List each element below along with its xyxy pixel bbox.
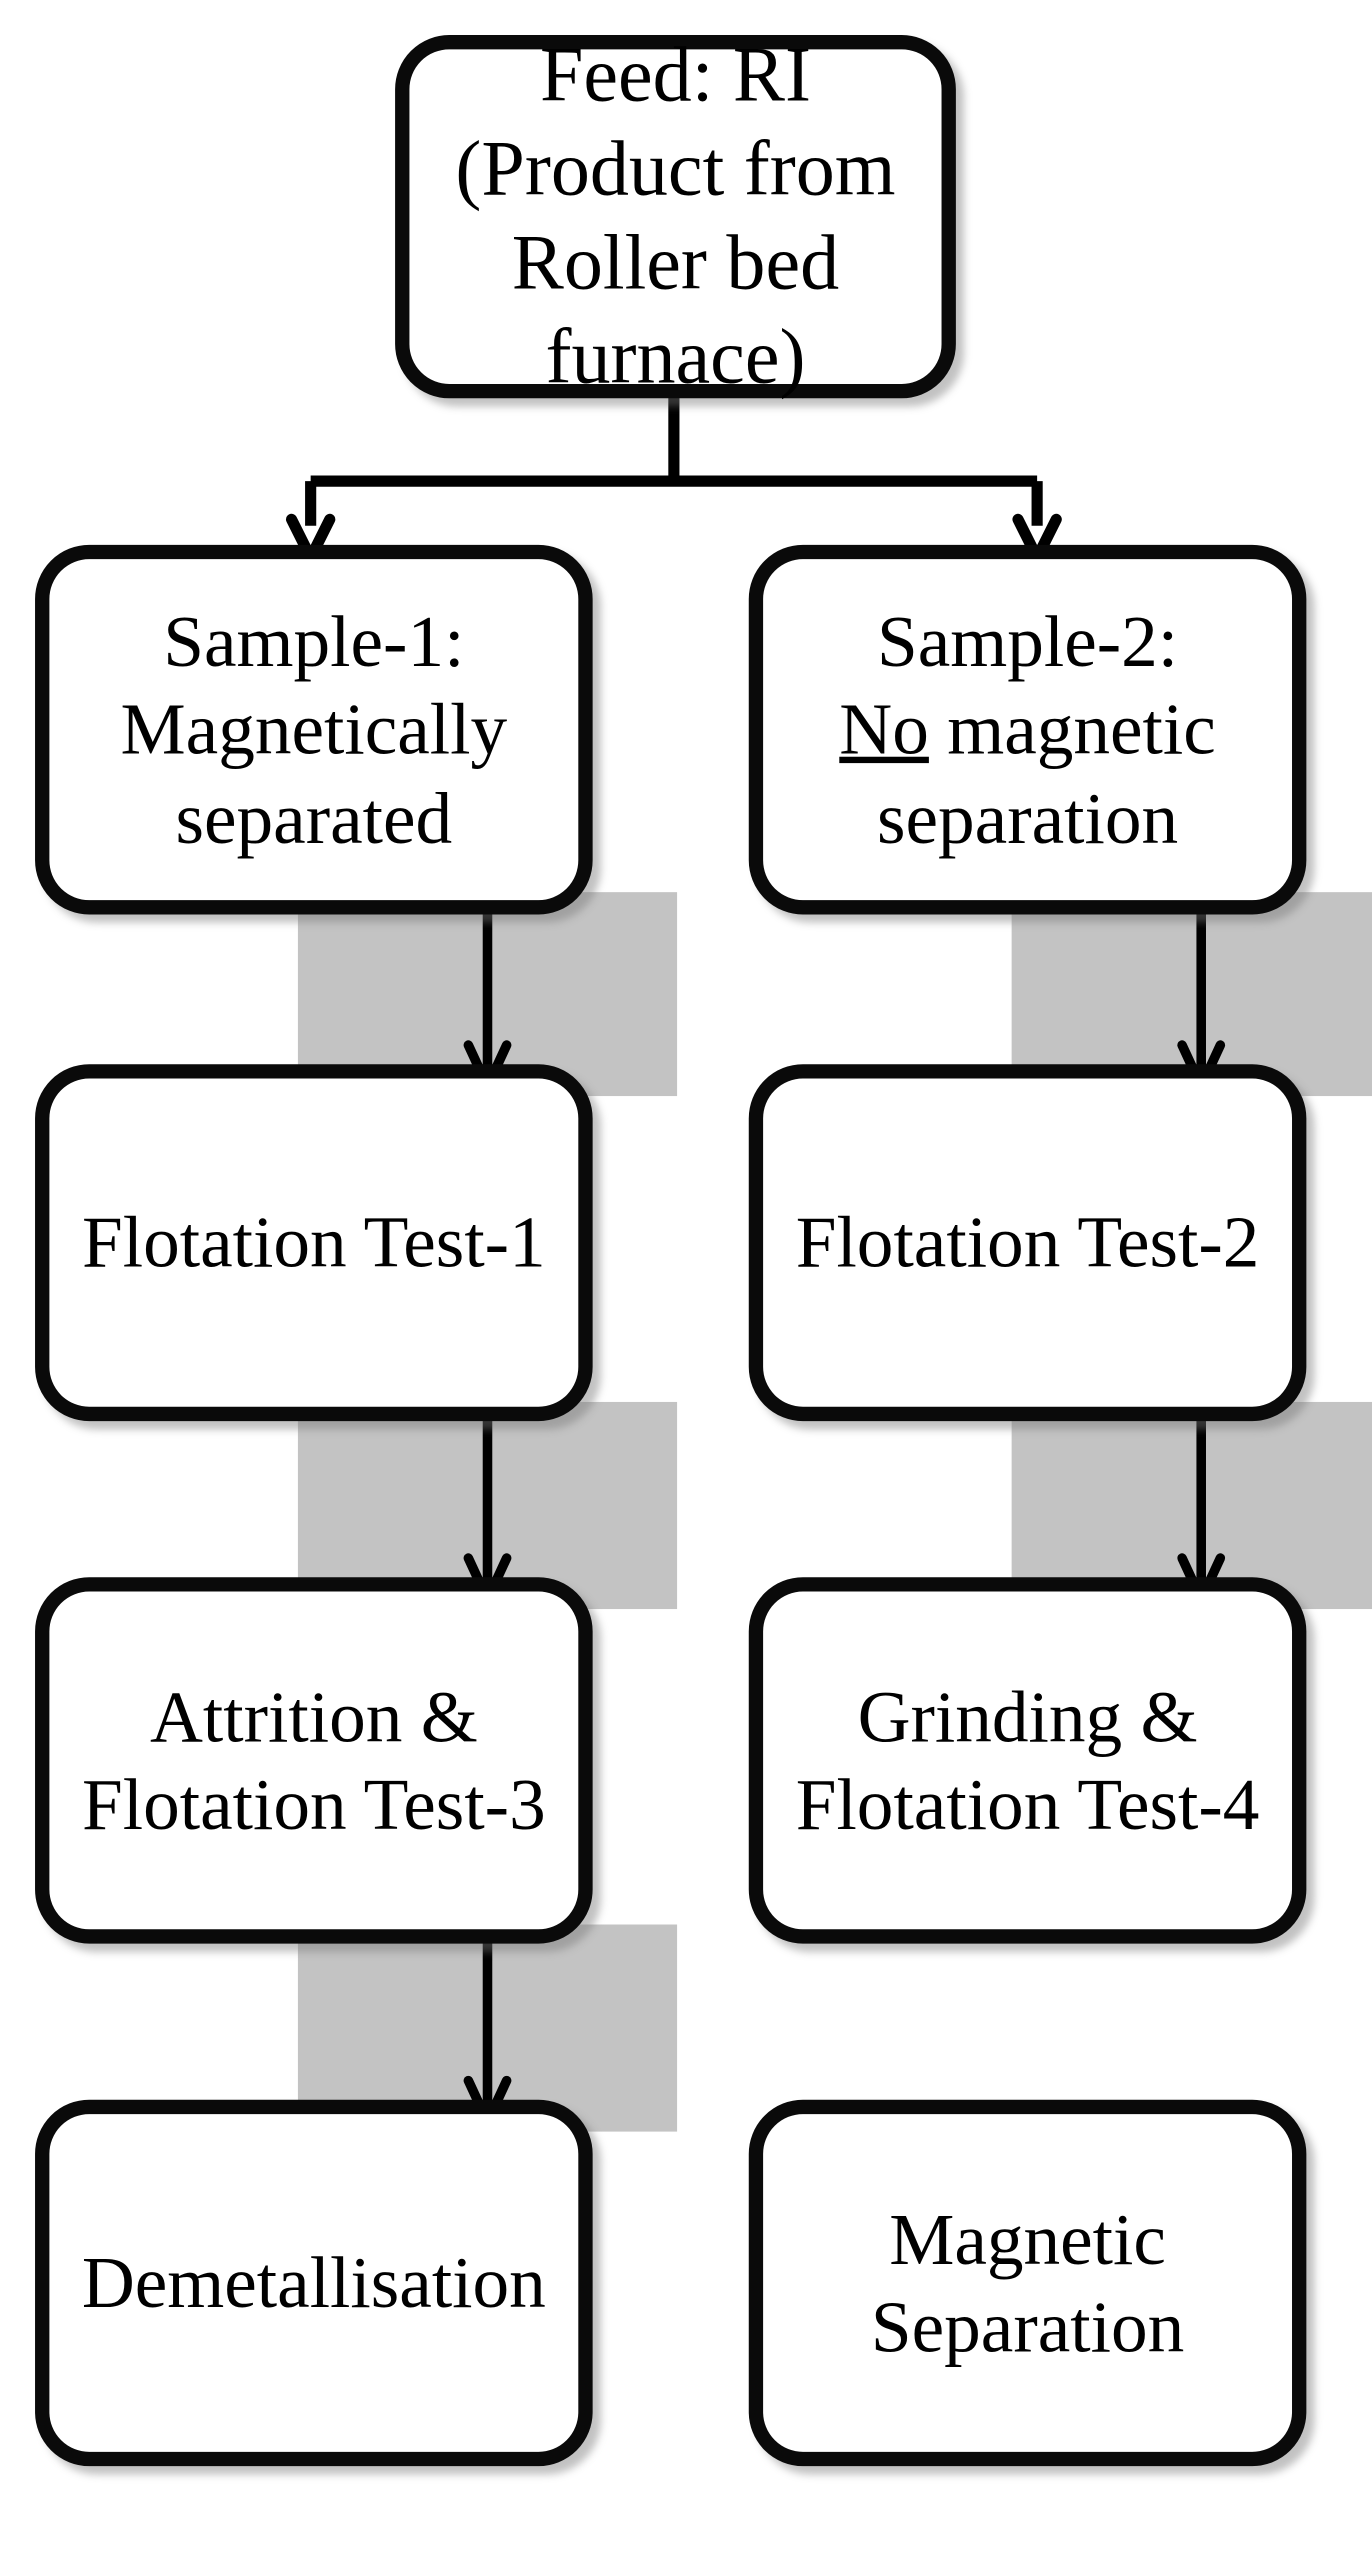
node-attrition-flotation-test-3-label: Attrition & Flotation Test-3 [81,1675,546,1845]
node-sample-1-label: Sample-1: Magnetically separated [120,600,508,859]
connector-band-sample1-flotation1 [297,892,490,1097]
node-sample-2-underlined-no: No [839,688,929,771]
node-flotation-test-1[interactable]: Flotation Test-1 [35,1064,593,1422]
node-sample-2-line2-rest: magnetic [928,688,1216,771]
connector-band-sample2-flotation2-right [1202,892,1372,1097]
node-flotation-test-2[interactable]: Flotation Test-2 [748,1064,1307,1422]
node-flotation-test-2-label: Flotation Test-2 [795,1201,1260,1284]
node-demetallisation[interactable]: Demetallisation [35,2099,593,2467]
connector-band-sample2-flotation2 [1011,892,1203,1097]
node-demetallisation-label: Demetallisation [81,2242,546,2324]
node-feed[interactable]: Feed: RI (Product from Roller bed furnac… [395,31,956,400]
connector-band-sample1-flotation1-right [489,892,678,1097]
node-sample-1[interactable]: Sample-1: Magnetically separated [35,544,593,915]
node-magnetic-separation-label: Magnetic Separation [870,2198,1185,2368]
node-sample-2-line1: Sample-2: [876,600,1179,683]
node-flotation-test-1-label: Flotation Test-1 [81,1201,546,1284]
node-grinding-flotation-test-4[interactable]: Grinding & Flotation Test-4 [748,1577,1307,1944]
node-sample-2-line3: separation [876,776,1179,859]
node-attrition-flotation-test-3[interactable]: Attrition & Flotation Test-3 [35,1577,593,1944]
node-magnetic-separation[interactable]: Magnetic Separation [748,2099,1307,2467]
node-feed-label: Feed: RI (Product from Roller bed furnac… [455,30,896,400]
node-grinding-flotation-test-4-label: Grinding & Flotation Test-4 [795,1675,1260,1845]
